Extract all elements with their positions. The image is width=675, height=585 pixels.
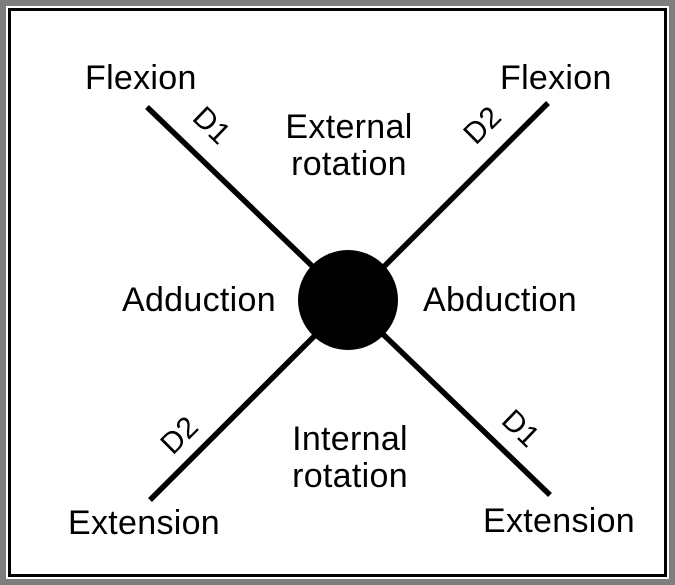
- center-circle: [298, 250, 398, 350]
- label-abduction: Abduction: [423, 281, 577, 319]
- label-internal-rotation-line2: rotation: [292, 457, 408, 495]
- label-external-rotation-line1: External: [285, 108, 413, 146]
- label-extension-bottom-left: Extension: [68, 504, 221, 542]
- label-extension-bottom-right: Extension: [483, 502, 636, 540]
- label-external-rotation: External rotation: [285, 109, 412, 183]
- label-internal-rotation: Internal rotation: [292, 421, 408, 495]
- label-flexion-top-right: Flexion: [500, 59, 612, 97]
- label-adduction: Adduction: [122, 281, 276, 319]
- label-flexion-top-left: Flexion: [85, 59, 197, 97]
- label-external-rotation-line2: rotation: [291, 145, 407, 183]
- label-internal-rotation-line1: Internal: [292, 420, 408, 458]
